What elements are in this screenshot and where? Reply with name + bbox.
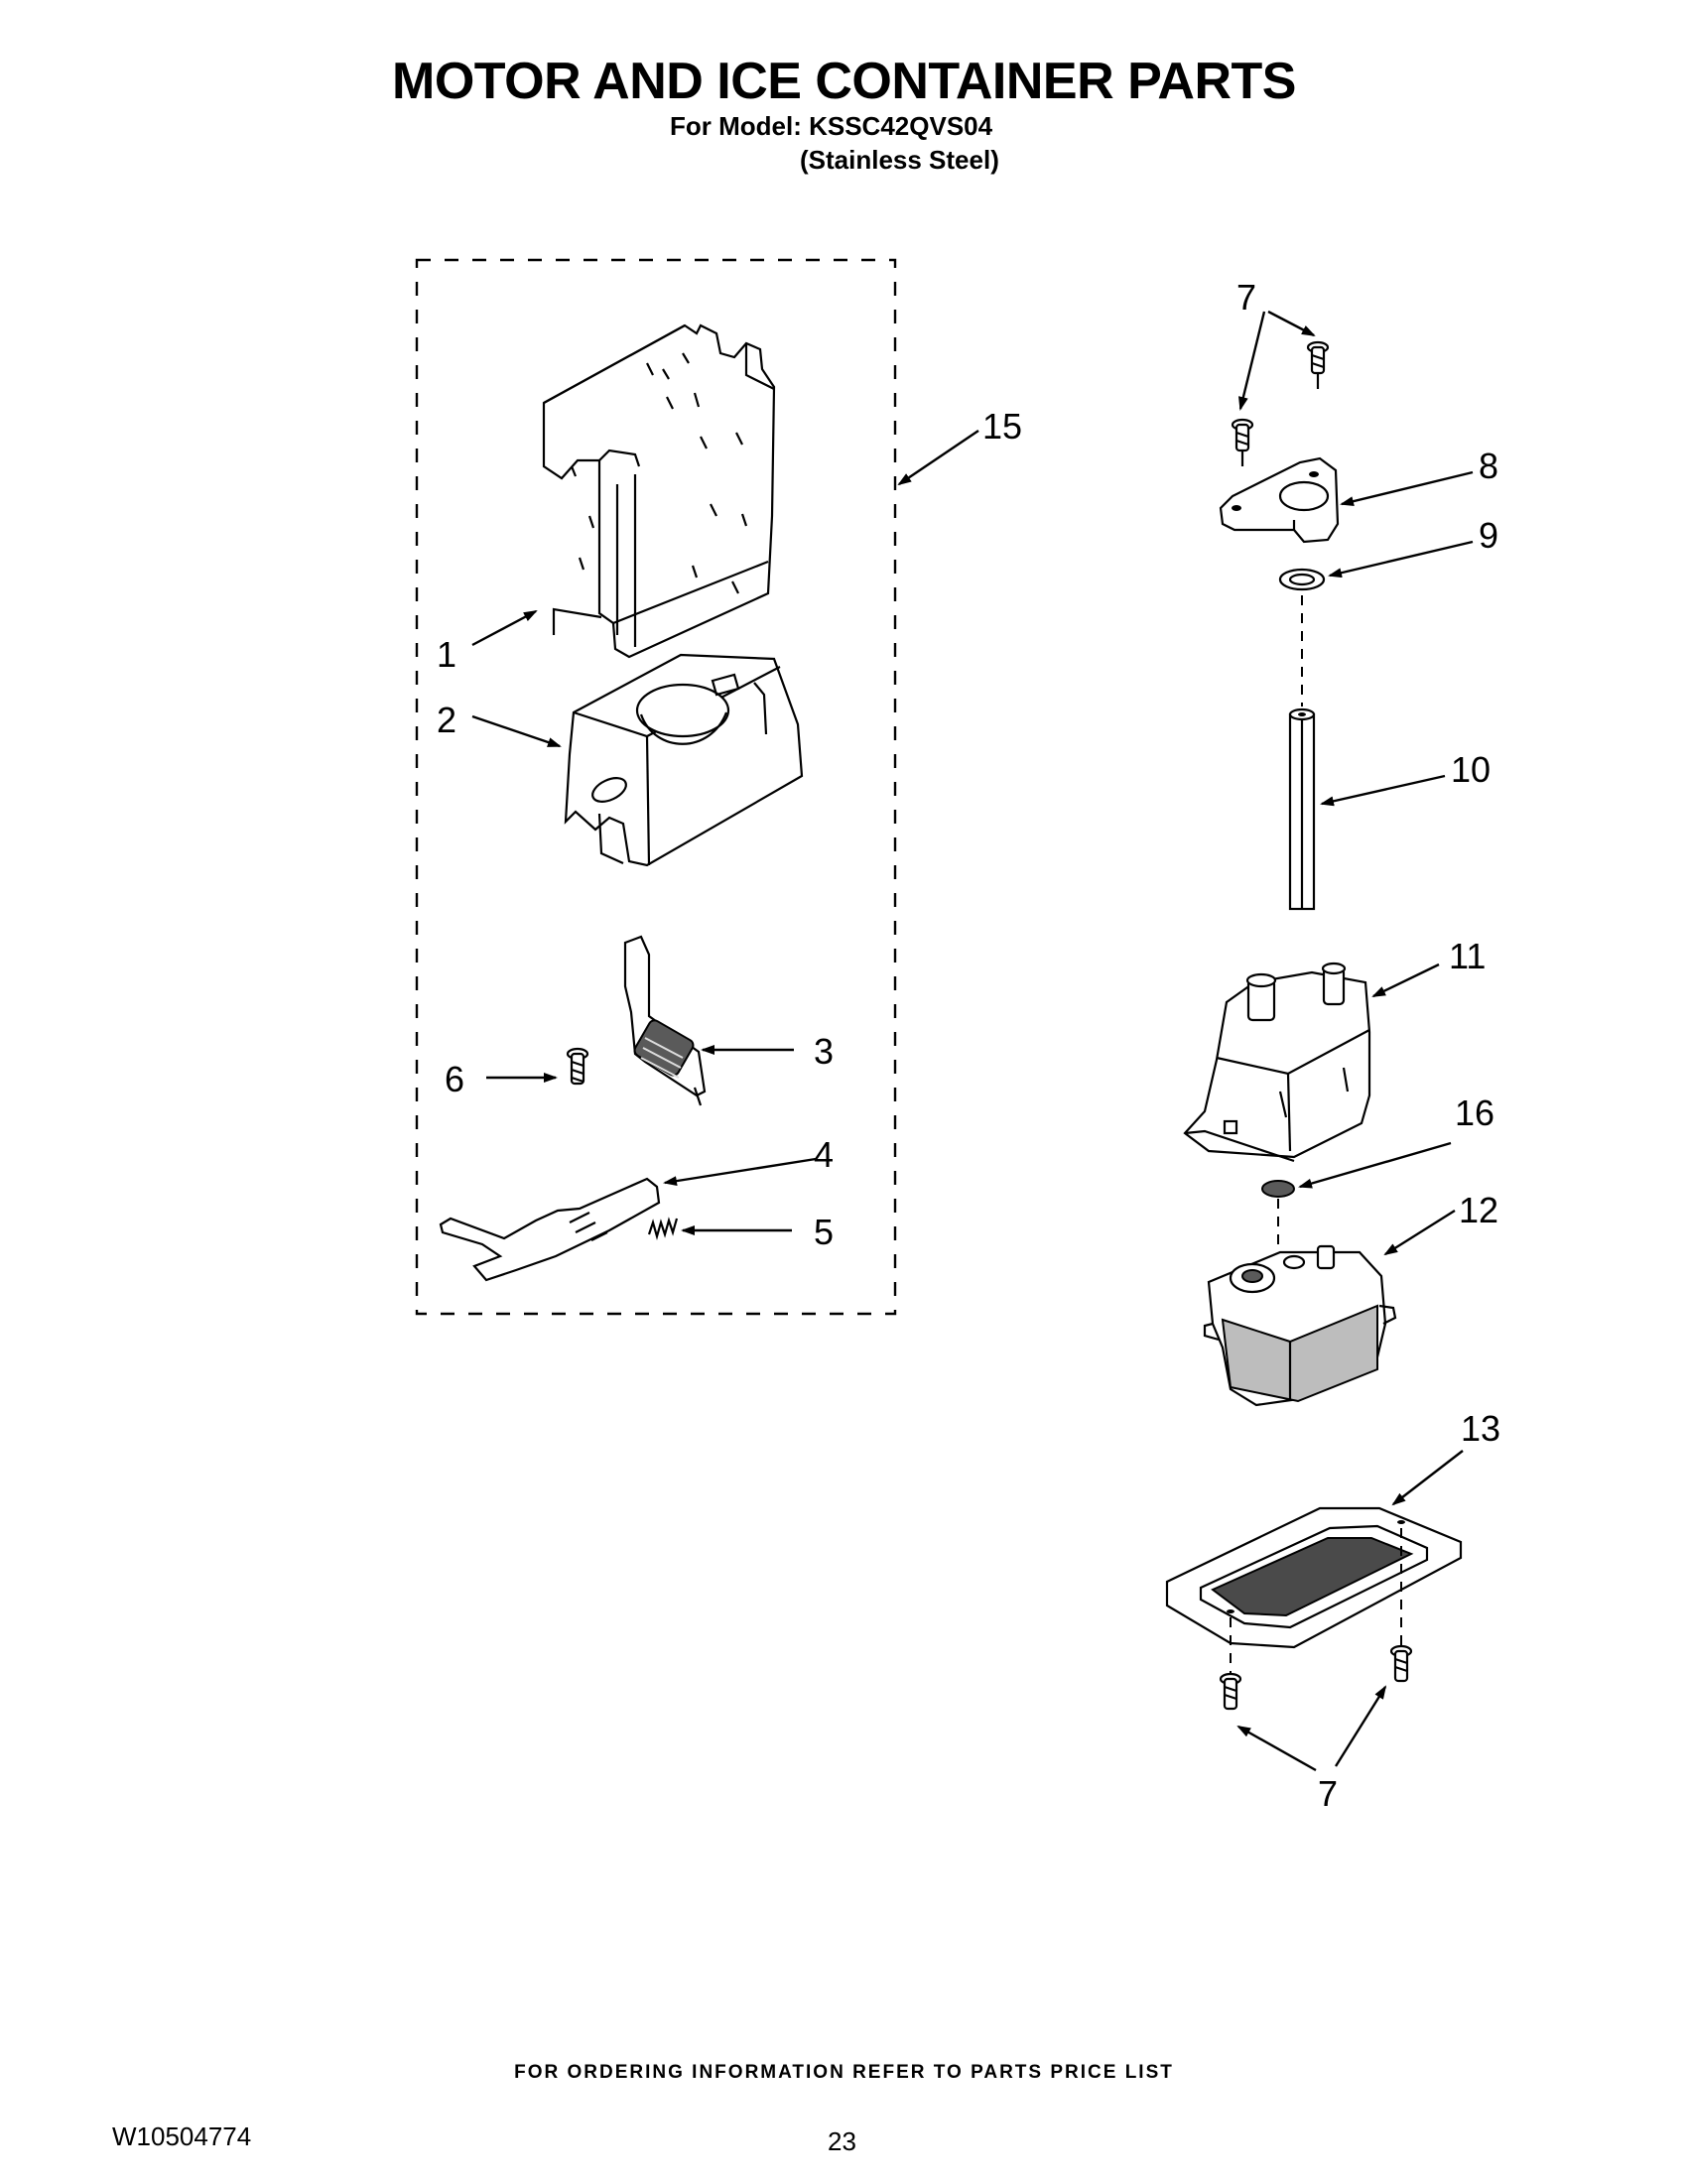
lever-part-4	[439, 1177, 661, 1282]
model-line: For Model: KSSC42QVS04	[670, 111, 993, 141]
page-title: MOTOR AND ICE CONTAINER PARTS	[392, 53, 1296, 110]
finish-line: (Stainless Steel)	[800, 145, 999, 175]
leader-7-top-left	[1237, 311, 1266, 411]
callout-10: 10	[1451, 749, 1491, 790]
gasket-part-9	[1278, 568, 1326, 591]
assembly-15-boundary	[415, 258, 897, 1316]
leader-7-bottom-left	[1236, 1725, 1317, 1772]
screws-part-7-top	[1231, 340, 1330, 466]
leader-11	[1371, 963, 1440, 998]
leader-15	[897, 430, 979, 486]
callout-12: 12	[1459, 1190, 1498, 1230]
callout-2: 2	[437, 700, 456, 740]
ordering-info-note: FOR ORDERING INFORMATION REFER TO PARTS …	[514, 2062, 1174, 2083]
leader-2	[471, 714, 562, 748]
washer-part-16	[1261, 1180, 1295, 1198]
document-number: W10504774	[112, 2121, 252, 2151]
callout-7-bottom: 7	[1318, 1773, 1338, 1814]
page-number: 23	[828, 2126, 856, 2156]
callout-4: 4	[814, 1134, 834, 1175]
leader-9	[1328, 540, 1474, 578]
leader-10	[1320, 774, 1446, 807]
callout-3: 3	[814, 1031, 834, 1072]
callout-16: 16	[1455, 1092, 1494, 1133]
motor-cover-part-11	[1183, 962, 1371, 1163]
leader-12	[1383, 1209, 1456, 1256]
spring-part-5	[647, 1217, 679, 1241]
callout-7-top: 7	[1236, 277, 1256, 318]
leader-16	[1298, 1141, 1452, 1189]
leader-7-bottom-right	[1334, 1685, 1387, 1767]
callout-6: 6	[445, 1059, 464, 1099]
callout-5: 5	[814, 1212, 834, 1252]
motor-part-12	[1203, 1244, 1397, 1407]
callout-13: 13	[1461, 1408, 1500, 1449]
screws-part-7-bottom	[1219, 1644, 1413, 1711]
callout-8: 8	[1479, 446, 1498, 486]
leader-lines	[471, 310, 1474, 1772]
leader-8	[1340, 470, 1474, 507]
bracket-part-8	[1219, 456, 1340, 544]
leader-4	[663, 1157, 817, 1187]
ice-container-part-1	[542, 323, 776, 659]
callout-15: 15	[982, 406, 1022, 447]
gasket-plate-part-13	[1165, 1506, 1463, 1649]
leader-1	[471, 609, 538, 647]
callout-11: 11	[1449, 936, 1486, 976]
auger-housing-part-2	[564, 653, 804, 867]
flapper-part-3	[623, 935, 707, 1106]
callout-1: 1	[437, 634, 456, 675]
shaft-part-10	[1288, 707, 1316, 911]
leader-7-top-right	[1267, 310, 1316, 337]
callout-9: 9	[1479, 515, 1498, 556]
leader-13	[1391, 1450, 1464, 1506]
screw-part-6	[566, 1047, 589, 1086]
